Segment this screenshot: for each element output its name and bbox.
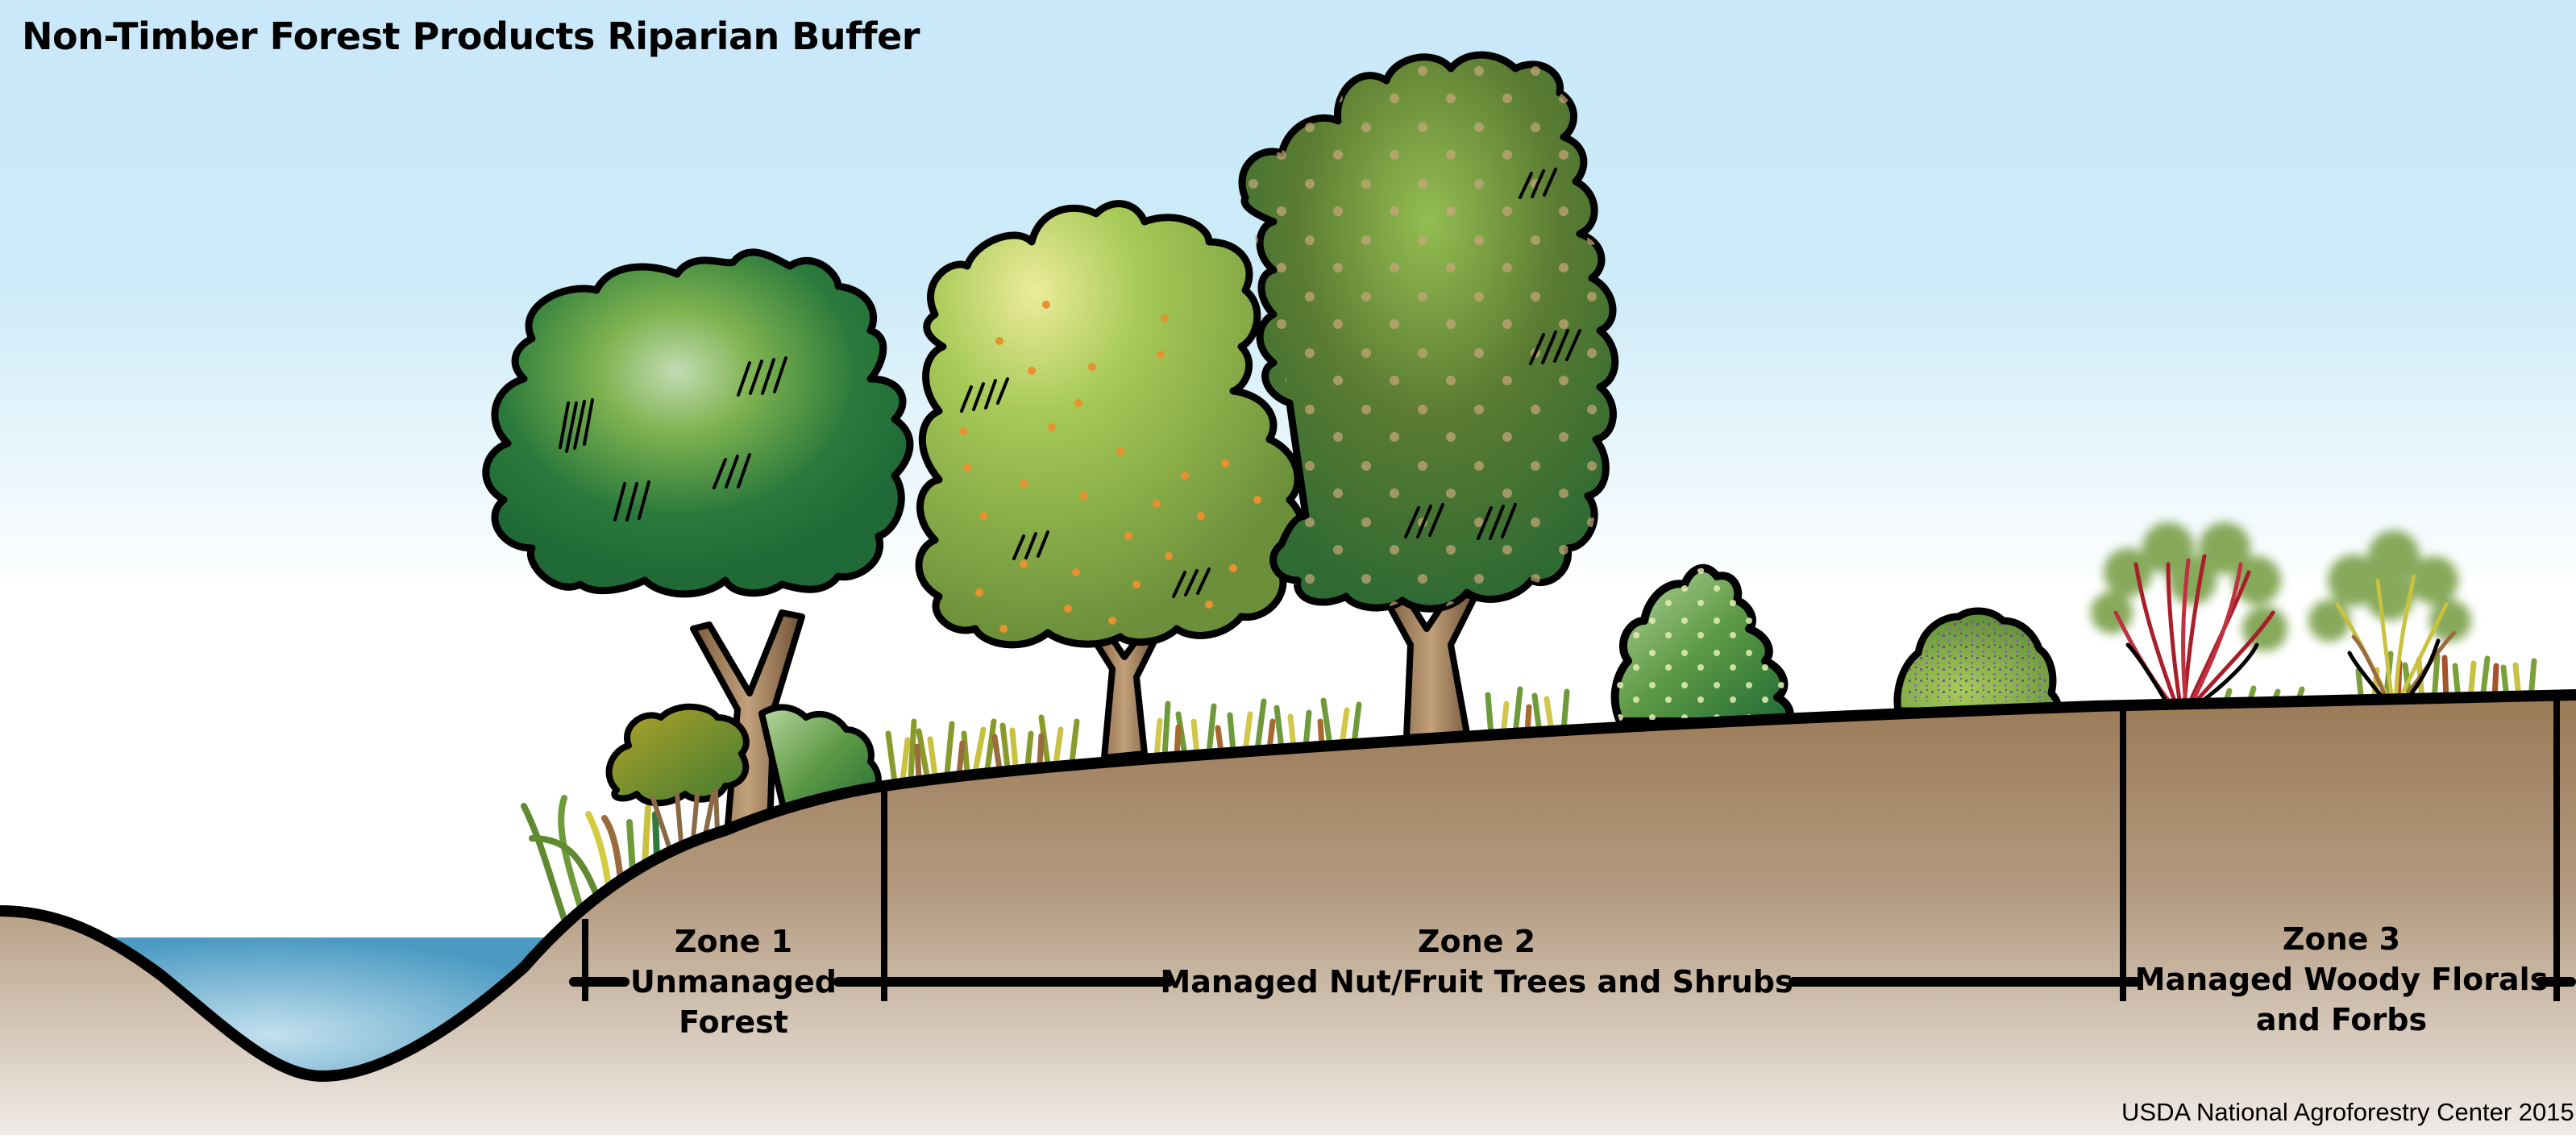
zone-3-name: Zone 3 bbox=[2282, 921, 2401, 957]
zone-2-label: Zone 2 Managed Nut/Fruit Trees and Shrub… bbox=[1149, 921, 1804, 1002]
unmanaged-forest-tree bbox=[482, 248, 914, 598]
zone-1-desc-line-2: Forest bbox=[679, 1004, 788, 1040]
nut-tree-hatch bbox=[1404, 168, 1581, 540]
zone-2-name: Zone 2 bbox=[1417, 924, 1536, 959]
credit-text: USDA National Agroforestry Center 2015 bbox=[2121, 1098, 2574, 1126]
zone-2-desc-line-1: Managed Nut/Fruit Trees and Shrubs bbox=[1160, 964, 1793, 1000]
fruit-dots bbox=[959, 301, 1261, 633]
pale-blossom-texture bbox=[1614, 567, 1790, 721]
zone-3-desc-line-1: Managed Woody Florals bbox=[2134, 962, 2549, 997]
understory-shrub-stems bbox=[650, 788, 720, 849]
soil bbox=[0, 695, 2576, 1135]
zone-3-desc-line-2: and Forbs bbox=[2255, 1002, 2428, 1037]
zone-1-name: Zone 1 bbox=[674, 924, 793, 959]
fruit-tree-orange-fruit bbox=[915, 200, 1308, 649]
tree-hatch-marks bbox=[559, 356, 787, 522]
zone-1-desc-line-1: Unmanaged bbox=[629, 964, 837, 1000]
zone-3-label: Zone 3 Managed Woody Florals and Forbs bbox=[2124, 919, 2560, 1040]
red-twig-woody-floral bbox=[2091, 522, 2287, 708]
purple-blossom-texture bbox=[1905, 619, 2046, 701]
fruit-tree-hatch bbox=[960, 377, 1211, 598]
reed-grasses bbox=[521, 795, 660, 922]
zone-1-label: Zone 1 Unmanaged Forest bbox=[619, 921, 848, 1042]
zone-dividers bbox=[582, 695, 2560, 1001]
yellow-twig-woody-floral bbox=[2308, 530, 2471, 704]
ground-line bbox=[0, 689, 2576, 1082]
diagram-title: Non-Timber Forest Products Riparian Buff… bbox=[22, 15, 920, 58]
